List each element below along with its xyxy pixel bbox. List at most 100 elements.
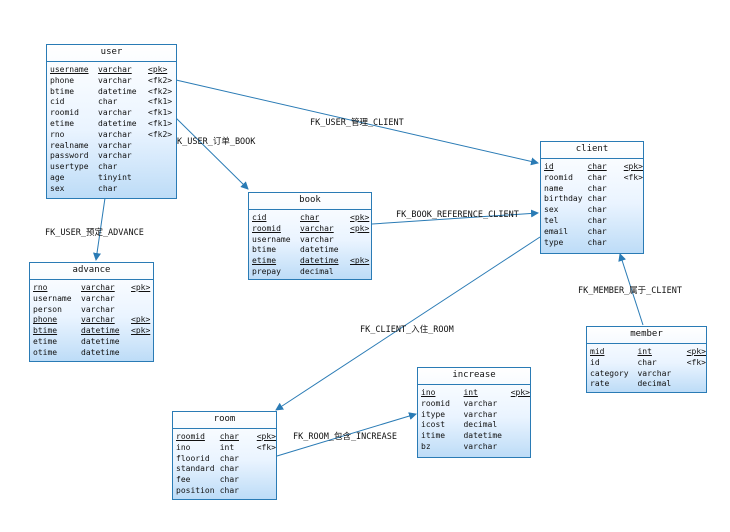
attribute-key	[255, 464, 276, 475]
attribute-name: btime	[50, 86, 75, 96]
attribute-name: rate	[590, 379, 610, 389]
attribute-type: varchar	[300, 223, 334, 233]
attribute-name: roomid	[50, 108, 79, 118]
attribute-type: int	[219, 442, 235, 452]
attribute-key: <fk1>	[148, 118, 173, 128]
attribute-name: icost	[421, 420, 446, 430]
attribute-type: datetime	[81, 336, 120, 346]
attribute-key	[348, 245, 369, 256]
attribute-type: char	[587, 237, 607, 247]
attribute-row: sex char	[544, 205, 643, 216]
entity-title: user	[47, 45, 176, 62]
attribute-name: position	[176, 485, 215, 495]
attribute-name: btime	[252, 245, 277, 255]
attribute-name: etime	[33, 336, 58, 346]
attribute-name: type	[544, 237, 564, 247]
attribute-name: rno	[50, 129, 65, 139]
attribute-key: <pk>	[131, 315, 151, 325]
attribute-key: <pk>	[350, 256, 370, 266]
attribute-type: varchar	[81, 293, 115, 303]
attribute-name: phone	[33, 315, 58, 325]
entity-title: client	[541, 142, 643, 159]
attribute-key: <pk>	[256, 432, 276, 441]
attribute-key: <fk>	[623, 172, 643, 182]
line-book-client	[371, 209, 539, 225]
attribute-key: <fk2>	[148, 75, 173, 85]
attribute-name: usertype	[50, 162, 89, 172]
attribute-type: char	[587, 205, 607, 215]
line-client-room	[275, 236, 541, 411]
attribute-name: realname	[50, 140, 89, 150]
attribute-name: sex	[544, 205, 559, 215]
attribute-key	[129, 305, 150, 316]
attribute-name: rno	[33, 283, 48, 292]
attribute-name: bz	[421, 441, 431, 451]
attribute-type: datetime	[300, 256, 339, 266]
attribute-key: <pk>	[148, 65, 168, 74]
attribute-name: username	[33, 293, 72, 303]
attribute-type: datetime	[463, 431, 502, 441]
attribute-key	[146, 141, 172, 152]
attribute-key: <pk>	[350, 213, 370, 222]
attribute-key	[622, 227, 643, 238]
attribute-type: datetime	[81, 326, 120, 336]
line-user-client	[175, 79, 539, 166]
attribute-name: standard	[176, 464, 215, 474]
attribute-type: varchar	[98, 140, 132, 150]
attribute-type: datetime	[81, 347, 120, 357]
attribute-type: char	[219, 475, 239, 485]
line-user-advance	[93, 197, 106, 261]
attribute-key	[622, 238, 643, 249]
attribute-type: char	[300, 213, 320, 222]
attribute-name: id	[590, 357, 600, 367]
attribute-type: varchar	[98, 129, 132, 139]
attribute-type: varchar	[463, 441, 498, 451]
attribute-type: varchar	[98, 151, 132, 161]
attribute-key	[146, 162, 172, 173]
attribute-name: roomid	[544, 172, 573, 182]
attribute-key	[622, 205, 643, 216]
label-book-client: FK_BOOK_REFERENCE_CLIENT	[396, 210, 519, 220]
attribute-key	[129, 348, 150, 359]
attribute-row: position char	[176, 486, 276, 497]
attribute-key: <fk>	[686, 357, 706, 367]
label-client-room: FK_CLIENT_入住_ROOM	[360, 325, 454, 335]
attribute-name: sex	[50, 183, 65, 193]
attribute-type: varchar	[463, 409, 498, 419]
attribute-name: person	[33, 304, 62, 314]
attribute-key	[509, 399, 530, 410]
attribute-key: <pk>	[623, 162, 643, 171]
attribute-name: btime	[33, 326, 58, 336]
attribute-type: varchar	[300, 234, 334, 244]
attribute-key: <fk1>	[148, 97, 173, 107]
attribute-type: char	[219, 485, 239, 495]
attribute-key	[685, 379, 706, 390]
attribute-name: birthday	[544, 194, 583, 204]
